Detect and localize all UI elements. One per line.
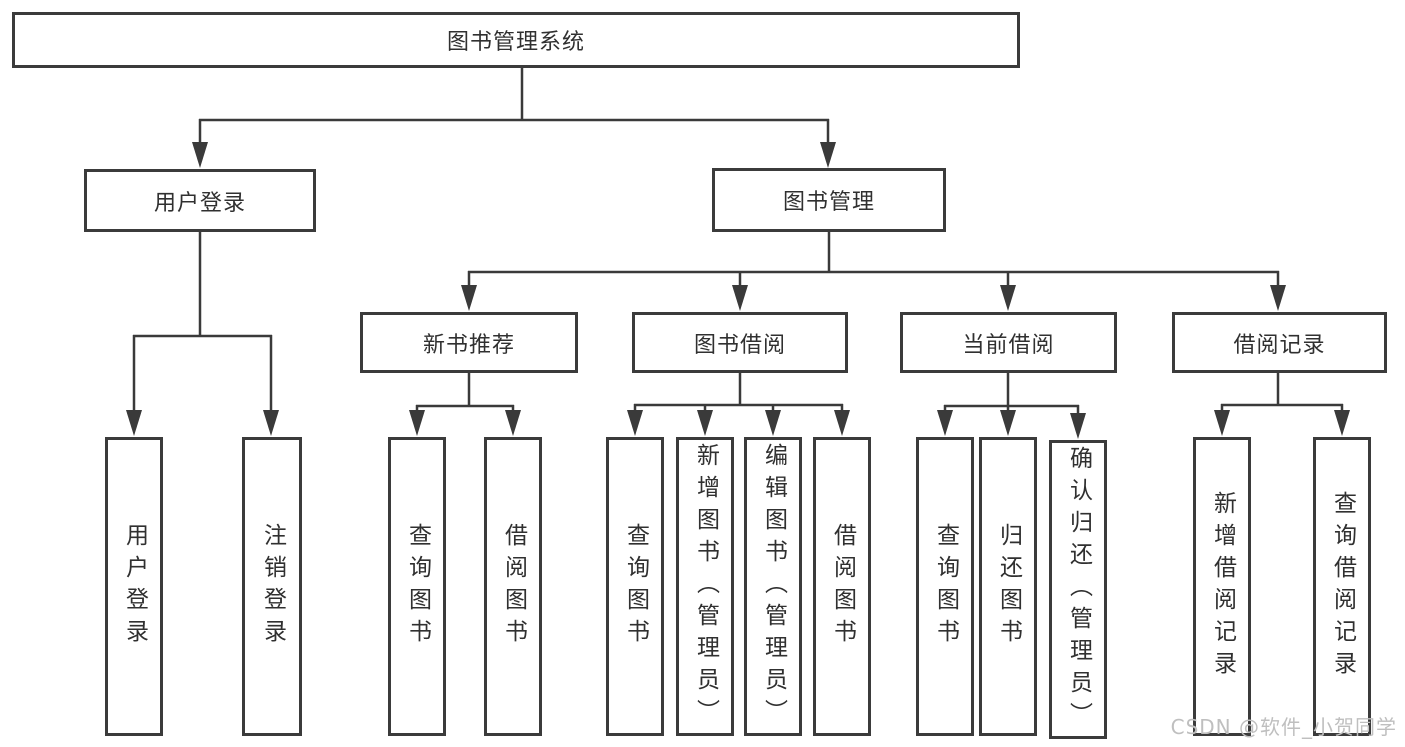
- leaf-cb-return-books: 归还图书: [979, 437, 1037, 736]
- leaf-nbr-query-books: 查询图书: [388, 437, 446, 736]
- leaf-bb-borrow-books-label: 借阅图书: [829, 522, 856, 651]
- node-current-borrow: 当前借阅: [900, 312, 1117, 373]
- leaf-logout-label: 注销登录: [259, 522, 286, 651]
- leaf-bb-add-books-admin-label: 新增图书（管理员）: [692, 442, 719, 731]
- csdn-watermark: CSDN @软件_小贺同学: [1170, 715, 1397, 739]
- leaf-logout: 注销登录: [242, 437, 302, 736]
- leaf-cb-confirm-return-admin-label: 确认归还（管理员）: [1065, 445, 1092, 734]
- node-new-book-rec: 新书推荐: [360, 312, 578, 373]
- node-book-borrow-label: 图书借阅: [693, 332, 786, 358]
- leaf-bb-add-books-admin: 新增图书（管理员）: [676, 437, 734, 736]
- node-book-mgmt-group: 图书管理: [712, 168, 946, 232]
- leaf-br-query-record: 查询借阅记录: [1313, 437, 1371, 736]
- leaf-user-login: 用户登录: [105, 437, 163, 736]
- node-root-label: 图书管理系统: [446, 30, 585, 55]
- node-user-login-group-label: 用户登录: [153, 190, 246, 216]
- node-book-borrow: 图书借阅: [632, 312, 848, 373]
- leaf-nbr-query-books-label: 查询图书: [404, 522, 431, 651]
- leaf-cb-confirm-return-admin: 确认归还（管理员）: [1049, 440, 1107, 739]
- leaf-bb-borrow-books: 借阅图书: [813, 437, 871, 736]
- node-new-book-rec-label: 新书推荐: [422, 332, 515, 358]
- leaf-nbr-borrow-books-label: 借阅图书: [500, 522, 527, 651]
- leaf-br-add-record-label: 新增借阅记录: [1209, 490, 1236, 683]
- leaf-user-login-label: 用户登录: [121, 522, 148, 651]
- leaf-nbr-borrow-books: 借阅图书: [484, 437, 542, 736]
- leaf-cb-query-books: 查询图书: [916, 437, 974, 736]
- leaf-br-add-record: 新增借阅记录: [1193, 437, 1251, 736]
- leaf-bb-query-books: 查询图书: [606, 437, 664, 736]
- leaf-br-query-record-label: 查询借阅记录: [1329, 490, 1356, 683]
- node-current-borrow-label: 当前借阅: [962, 332, 1055, 358]
- node-book-mgmt-group-label: 图书管理: [782, 190, 875, 215]
- node-root: 图书管理系统: [12, 12, 1020, 68]
- node-user-login-group: 用户登录: [84, 169, 316, 232]
- node-borrow-records: 借阅记录: [1172, 312, 1387, 373]
- leaf-cb-query-books-label: 查询图书: [932, 522, 959, 651]
- leaf-bb-edit-books-admin-label: 编辑图书（管理员）: [760, 442, 787, 731]
- leaf-bb-query-books-label: 查询图书: [622, 522, 649, 651]
- leaf-cb-return-books-label: 归还图书: [995, 522, 1022, 651]
- leaf-bb-edit-books-admin: 编辑图书（管理员）: [744, 437, 802, 736]
- node-borrow-records-label: 借阅记录: [1233, 332, 1326, 358]
